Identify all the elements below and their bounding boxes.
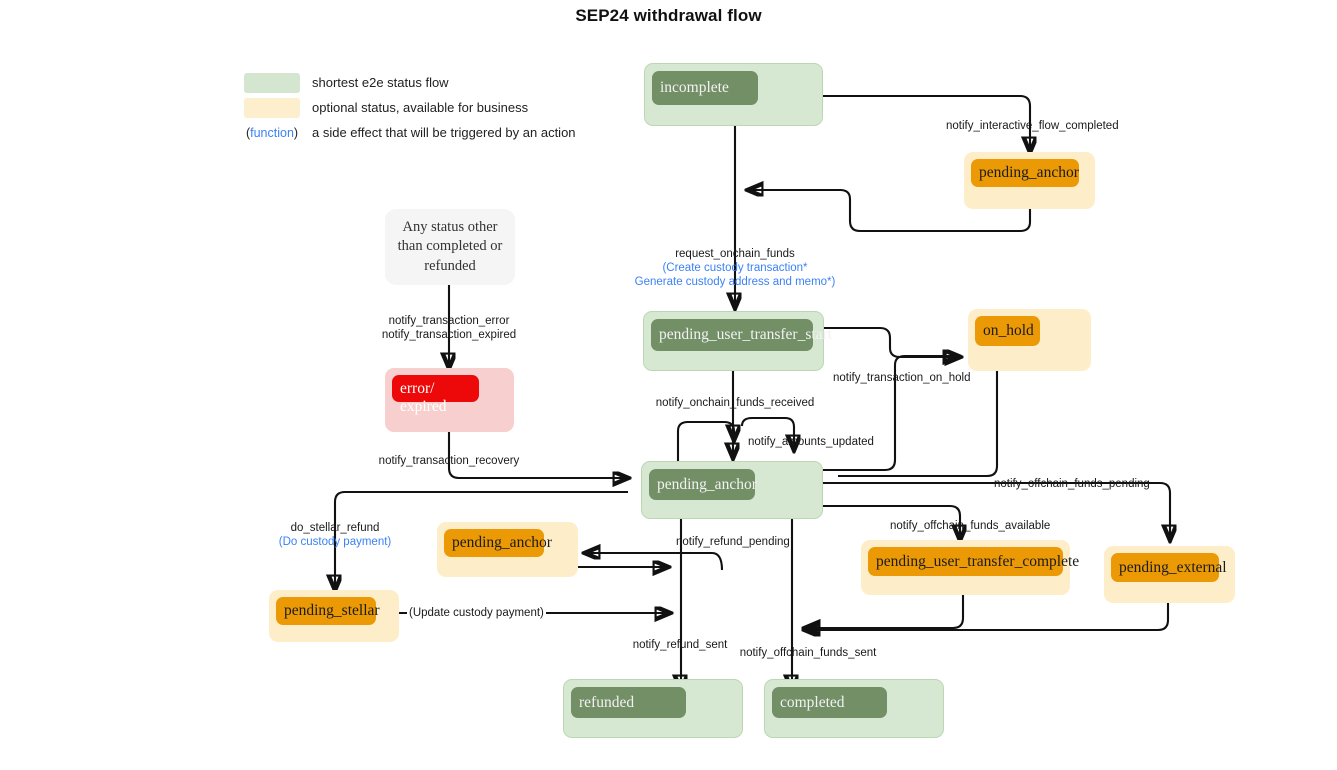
legend-row-shortest: shortest e2e status flow xyxy=(244,70,576,95)
legend-label-function: a side effect that will be triggered by … xyxy=(312,125,576,140)
node-incomplete[interactable]: incomplete xyxy=(644,63,823,126)
node-pending-external[interactable]: pending_external xyxy=(1104,546,1235,603)
edge-label-notify-onchain-funds-received: notify_onchain_funds_received xyxy=(655,397,815,409)
node-pending-stellar-label: pending_stellar xyxy=(276,597,380,625)
node-pending-stellar[interactable]: pending_stellar xyxy=(269,590,399,642)
edge-label-notify-offchain-funds-available: notify_offchain_funds_available xyxy=(890,520,1051,532)
legend-swatch-green xyxy=(244,72,300,93)
node-pending-anchor-center[interactable]: pending_anchor xyxy=(641,461,823,519)
edge-label-notify-transaction-error: notify_transaction_error xyxy=(388,315,510,327)
node-on-hold[interactable]: on_hold xyxy=(968,309,1091,371)
node-error-expired-label-overflow: expired xyxy=(400,398,447,415)
node-any-status-note-label: Any status other than completed or refun… xyxy=(397,219,503,274)
edge-label-notify-refund-sent: notify_refund_sent xyxy=(632,639,728,651)
edge-label-notify-transaction-on-hold: notify_transaction_on_hold xyxy=(833,372,971,384)
legend-function-token: (function) xyxy=(244,126,300,140)
edge-label-notify-transaction-recovery: notify_transaction_recovery xyxy=(378,455,520,467)
edge-label-update-custody-payment: (Update custody payment) xyxy=(407,606,546,621)
node-error-expired-label: error/ xyxy=(392,375,479,402)
node-on-hold-label: on_hold xyxy=(975,316,1040,346)
legend-row-optional: optional status, available for business xyxy=(244,95,576,120)
node-pending-anchor-interactive-label: pending_anchor xyxy=(971,159,1079,187)
node-pending-user-transfer-start[interactable]: pending_user_transfer_start xyxy=(643,311,832,371)
node-refunded-label: refunded xyxy=(571,687,686,718)
node-incomplete-label: incomplete xyxy=(652,71,758,105)
node-completed-label: completed xyxy=(772,687,887,718)
edge-label-notify-refund-pending: notify_refund_pending xyxy=(676,536,790,548)
legend-paren-close: ) xyxy=(293,125,299,140)
edge-label-request-onchain-funds-main: request_onchain_funds xyxy=(675,248,795,260)
node-pending-external-label: pending_external xyxy=(1111,553,1227,582)
node-pending-anchor-center-label: pending_anchor xyxy=(649,469,757,500)
node-pending-user-transfer-start-label: pending_user_transfer_start xyxy=(651,319,832,351)
node-pending-anchor-refund[interactable]: pending_anchor xyxy=(437,522,578,577)
node-any-status-note: Any status other than completed or refun… xyxy=(385,209,515,285)
node-error-expired[interactable]: error/ expired xyxy=(385,368,514,432)
node-completed[interactable]: completed xyxy=(764,679,944,738)
node-pending-user-transfer-complete-label: pending_user_transfer_complete xyxy=(868,547,1079,576)
legend: shortest e2e status flow optional status… xyxy=(244,70,576,145)
legend-paren-open: ( xyxy=(245,125,251,140)
node-pending-user-transfer-complete[interactable]: pending_user_transfer_complete xyxy=(861,540,1079,595)
edge-label-transaction-error-expired: notify_transaction_error notify_transact… xyxy=(382,314,516,342)
node-pending-anchor-interactive[interactable]: pending_anchor xyxy=(964,152,1095,209)
legend-label-optional: optional status, available for business xyxy=(312,100,529,115)
edge-label-notify-transaction-expired: notify_transaction_expired xyxy=(381,329,517,342)
edge-label-do-stellar-refund: do_stellar_refund (Do custody payment) xyxy=(279,521,392,549)
edge-label-request-onchain-funds-fn1: (Create custody transaction* xyxy=(662,262,808,275)
legend-label-shortest: shortest e2e status flow xyxy=(312,75,449,90)
edge-label-notify-interactive-flow-completed: notify_interactive_flow_completed xyxy=(946,120,1119,132)
node-pending-anchor-refund-label: pending_anchor xyxy=(444,529,552,557)
edge-label-notify-offchain-funds-sent: notify_offchain_funds_sent xyxy=(739,647,877,659)
legend-swatch-cream xyxy=(244,97,300,118)
edge-label-request-onchain-funds: request_onchain_funds (Create custody tr… xyxy=(635,247,836,289)
legend-function-word: function xyxy=(250,125,294,140)
edge-label-do-stellar-refund-main: do_stellar_refund xyxy=(290,522,380,534)
edge-label-notify-amounts-updated: notify_amounts_updated xyxy=(748,436,874,448)
page-title: SEP24 withdrawal flow xyxy=(575,6,762,25)
node-refunded[interactable]: refunded xyxy=(563,679,743,738)
edge-label-notify-offchain-funds-pending: notify_offchain_funds_pending xyxy=(994,478,1150,490)
edge-label-do-stellar-refund-fn: (Do custody payment) xyxy=(278,536,392,549)
edge-label-request-onchain-funds-fn2: Generate custody address and memo*) xyxy=(634,276,836,289)
legend-row-function: (function) a side effect that will be tr… xyxy=(244,120,576,145)
